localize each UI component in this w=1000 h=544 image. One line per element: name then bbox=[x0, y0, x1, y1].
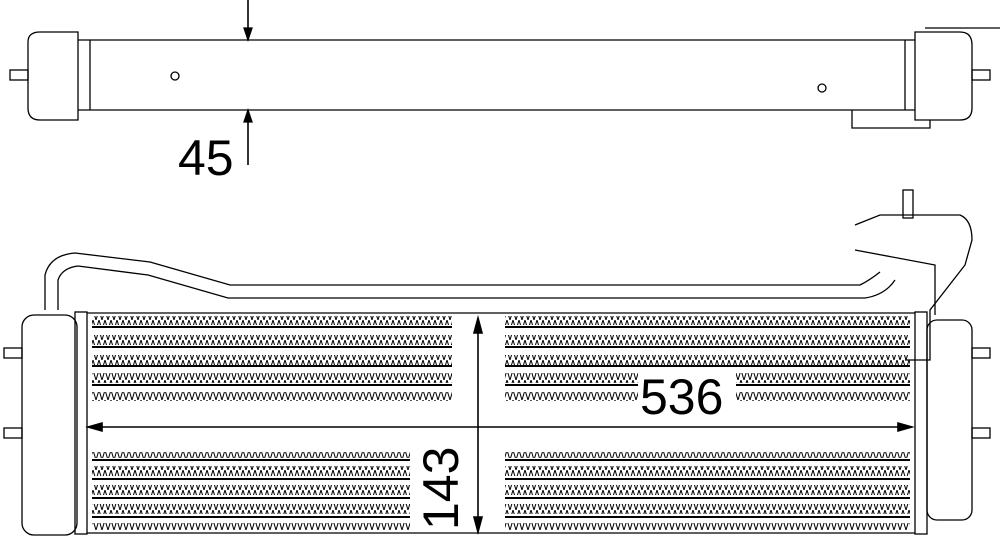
front-view bbox=[3, 189, 991, 536]
left-end-tank bbox=[27, 31, 79, 121]
dimension-lines bbox=[85, 314, 915, 536]
fin-row bbox=[92, 392, 452, 401]
left-stud bbox=[9, 69, 29, 81]
fin-row bbox=[505, 485, 910, 495]
fin-row bbox=[92, 452, 410, 458]
fin-row bbox=[505, 452, 910, 458]
right-side-plate bbox=[914, 311, 928, 535]
right-stud bbox=[971, 69, 991, 81]
left-stud-1 bbox=[3, 347, 23, 359]
right-top-stud bbox=[902, 189, 914, 219]
fin-row bbox=[92, 316, 452, 325]
right-stud-1 bbox=[971, 347, 991, 359]
dimension-depth: 45 bbox=[178, 130, 234, 186]
right-stud-2 bbox=[971, 427, 991, 439]
pipe bbox=[44, 252, 881, 310]
left-stud-2 bbox=[3, 427, 23, 439]
right-end-tank bbox=[914, 31, 973, 121]
mount-hole bbox=[817, 83, 827, 93]
left-tank bbox=[21, 314, 78, 536]
top-view bbox=[9, 0, 1000, 165]
fin-row bbox=[92, 485, 410, 495]
dimension-length: 536 bbox=[640, 369, 723, 425]
left-side-plate bbox=[74, 311, 88, 535]
fin-row bbox=[505, 335, 910, 345]
fin-rows bbox=[92, 316, 910, 530]
right-tank bbox=[926, 319, 973, 521]
fin-row bbox=[92, 466, 410, 476]
fin-row bbox=[92, 523, 410, 530]
fin-row bbox=[92, 504, 410, 514]
fin-row bbox=[505, 523, 910, 530]
fin-row bbox=[505, 504, 910, 514]
fin-row bbox=[92, 355, 452, 365]
fin-row bbox=[92, 373, 452, 383]
mount-hole bbox=[170, 71, 180, 81]
fin-row bbox=[505, 316, 910, 325]
fin-row bbox=[92, 335, 452, 345]
dimension-height: 143 bbox=[413, 447, 469, 530]
fin-row bbox=[505, 355, 910, 365]
fin-row bbox=[505, 466, 910, 476]
